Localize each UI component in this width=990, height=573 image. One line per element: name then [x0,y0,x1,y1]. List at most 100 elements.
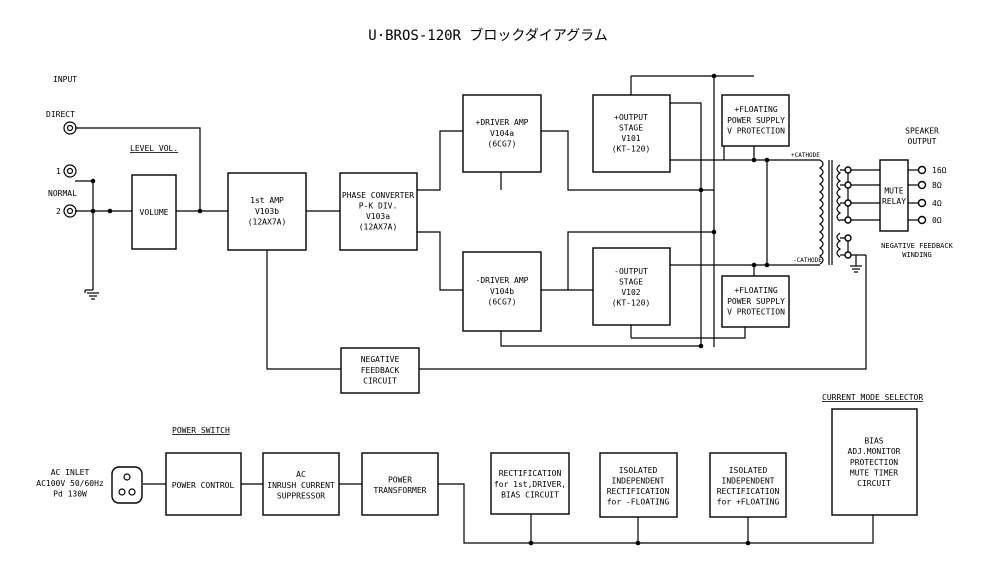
label-line: V102 [621,288,640,297]
label-line: (12AX7A) [359,223,398,232]
cathode-bottom-label: -CATHODE [793,257,822,264]
iso-minus-floating-block [599,452,678,518]
free-labels: INPUT DIRECT 1 NORMAL 2 LEVEL VOL. SPEAK… [36,75,953,498]
label-line: TRANSFORMER [374,486,427,495]
label-line: (6CG7) [488,139,517,148]
rect-bias-block [490,452,570,515]
minus-driver-amp-block [462,251,542,332]
power-control-label: POWER CONTROL [172,481,235,490]
inrush-suppressor-block [262,452,340,516]
output-transformer [818,159,842,265]
label-line: AC [296,470,306,479]
label-line: +FLOATING [734,286,778,295]
direct-label: DIRECT [46,110,75,119]
label-line: PHASE CONVERTER [342,191,414,200]
label-line: INDEPENDENT [612,477,665,486]
cathode-top-label: +CATHODE [791,152,820,159]
phase-converter-label: PHASE CONVERTER P-K DIV.V103a (12AX7A) [342,191,414,232]
jack2-label: 2 [56,207,61,216]
label-line: V103b [255,207,279,216]
first-amp-label: 1st AMP V103b(12AX7A) [248,196,287,226]
label-line: V PROTECTION [727,307,785,316]
jack1-label: 1 [56,167,61,176]
volume-label: VOLUME [140,208,169,217]
label-line: NEGATIVE FEEDBACK [881,242,953,250]
label-line: V104a [490,129,514,138]
input-label: INPUT [53,75,77,84]
label-line: (12AX7A) [248,217,287,226]
power-control-block [165,452,242,516]
tap-16-label: 16Ω [932,166,947,175]
label-line: (KT-120) [612,299,651,308]
label-line: ADJ.MONITOR [848,447,901,456]
tap-0-label: 0Ω [932,216,942,225]
label-line: NEGATIVE [361,355,400,364]
minus-output-stage-block [592,247,671,326]
label-line: AC INLET [51,468,90,477]
label-line: CIRCUIT [363,376,397,385]
label-line: -OUTPUT [614,267,648,276]
plus-output-stage-block [592,94,671,173]
label-line: FEEDBACK [361,366,400,375]
label-line: 1st AMP [250,196,284,205]
label-line: for +FLOATING [717,498,780,507]
volume-block [131,174,177,250]
tap-4-label: 4Ω [932,199,942,208]
label-line: +FLOATING [734,105,778,114]
label-line: AC100V 50/60Hz [36,479,104,488]
label-line: RECTIFICATION [607,487,670,496]
label-line: P-K DIV. [359,202,398,211]
label-line: MUTE [884,187,903,196]
label-line: (6CG7) [488,297,517,306]
label-line: V103a [366,212,390,221]
junction-dots [90,73,770,546]
signal-wiring [75,75,918,370]
label-line: RECTIFICATION [717,487,780,496]
label-line: STAGE [619,278,643,287]
label-line: POWER CONTROL [172,481,235,490]
label-line: BIAS [864,437,883,446]
label-line: POWER SUPPLY [727,116,785,125]
plus-driver-amp-block [462,94,542,173]
plus-floating-supply-block [721,94,790,147]
minus-floating-supply-block [721,275,790,328]
label-line: STAGE [619,124,643,133]
label-line: MUTE TIMER [850,468,898,477]
label-line: PROTECTION [850,458,898,467]
label-line: OUTPUT [908,137,937,146]
label-line: for 1st,DRIVER, [494,480,566,489]
label-line: CIRCUIT [857,479,891,488]
level-vol-label: LEVEL VOL. [130,144,178,153]
label-line: INRUSH CURRENT [267,481,335,490]
label-line: SPEAKER [905,127,939,136]
label-line: WINDING [902,251,932,259]
input-jacks [63,121,77,218]
nfb-circuit-block [340,347,420,394]
label-line: V PROTECTION [727,126,785,135]
speaker-terminals [844,165,927,259]
label-line: +OUTPUT [614,113,648,122]
label-line: (KT-120) [612,145,651,154]
mute-relay-block [879,159,909,232]
power-wiring [143,483,874,544]
label-line: V101 [621,134,640,143]
tap-8-label: 8Ω [932,181,942,190]
power-switch-label: POWER SWITCH [172,426,230,435]
phase-converter-block [339,172,418,251]
power-transformer-block [361,452,439,516]
first-amp-block [227,172,307,251]
